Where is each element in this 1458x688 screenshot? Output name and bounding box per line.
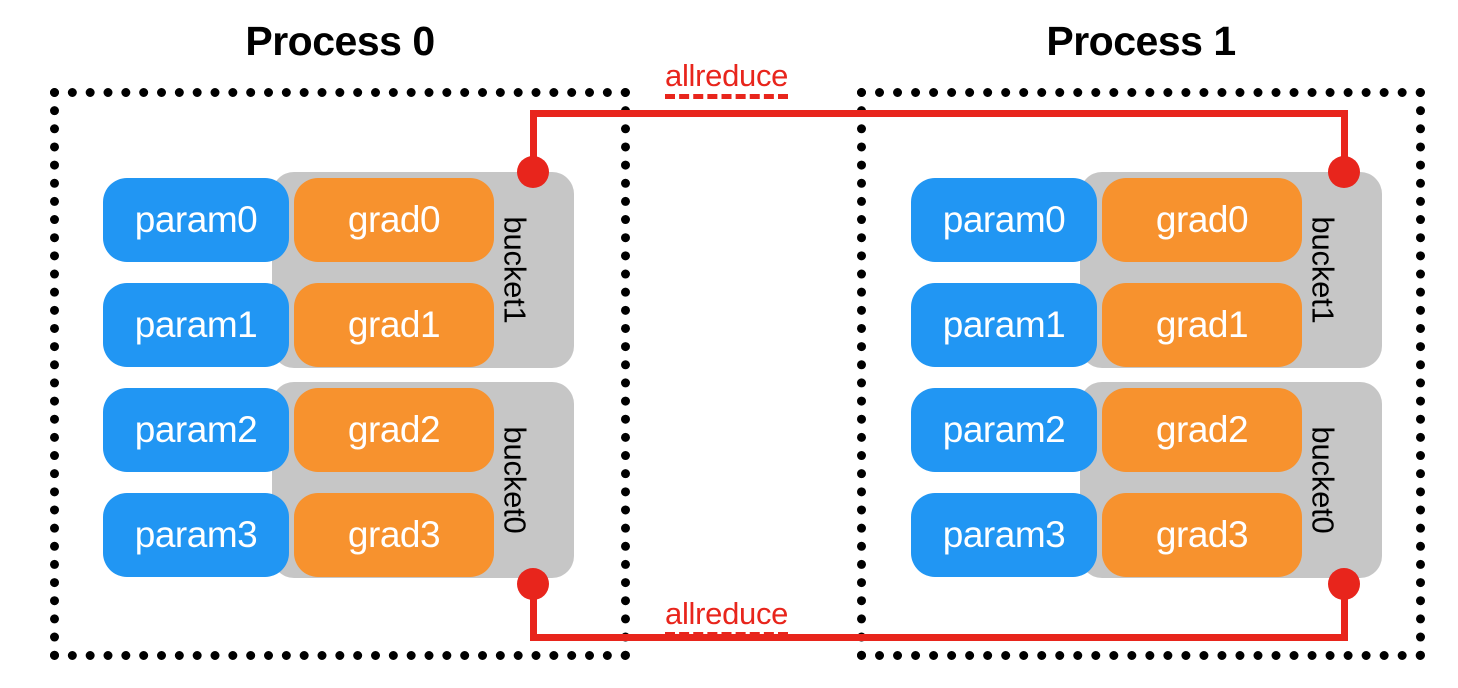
process-0-grad1: grad1 <box>294 283 494 367</box>
allreduce-top-wire-right-vertical <box>1341 110 1348 172</box>
process-0-param0: param0 <box>103 178 289 262</box>
process-0-grad2: grad2 <box>294 388 494 472</box>
process-1-param3: param3 <box>911 493 1097 577</box>
process-1-grad3: grad3 <box>1102 493 1302 577</box>
process-1-bucket1-label: bucket1 <box>1305 216 1341 324</box>
process-0-title: Process 0 <box>245 18 435 64</box>
process-1-param2: param2 <box>911 388 1097 472</box>
process-0-param1: param1 <box>103 283 289 367</box>
process-1-bucket0-label: bucket0 <box>1305 426 1341 534</box>
allreduce-bottom-wire-right-vertical <box>1341 585 1348 641</box>
allreduce-top-dot-process-1 <box>1328 156 1360 188</box>
process-1-title: Process 1 <box>1046 18 1236 64</box>
allreduce-top-dot-process-0 <box>517 156 549 188</box>
process-0-grad0: grad0 <box>294 178 494 262</box>
process-0-param3: param3 <box>103 493 289 577</box>
process-1-grad0: grad0 <box>1102 178 1302 262</box>
process-0-bucket1-label: bucket1 <box>497 216 533 324</box>
allreduce-bottom-wire-horizontal <box>530 634 1348 641</box>
process-1-frame <box>857 88 1425 660</box>
process-0-frame <box>50 88 630 660</box>
allreduce-bottom-label: allreduce <box>665 597 788 637</box>
process-0-bucket0-label: bucket0 <box>497 426 533 534</box>
allreduce-top-wire-left-vertical <box>530 110 537 172</box>
allreduce-bottom-dot-process-1 <box>1328 568 1360 600</box>
allreduce-top-wire-horizontal <box>530 110 1348 117</box>
process-0-param2: param2 <box>103 388 289 472</box>
process-1-grad2: grad2 <box>1102 388 1302 472</box>
allreduce-bottom-wire-left-vertical <box>530 585 537 641</box>
allreduce-bottom-dot-process-0 <box>517 568 549 600</box>
allreduce-top-label: allreduce <box>665 59 788 99</box>
process-1-grad1: grad1 <box>1102 283 1302 367</box>
process-1-param1: param1 <box>911 283 1097 367</box>
process-1-param0: param0 <box>911 178 1097 262</box>
process-0-grad3: grad3 <box>294 493 494 577</box>
